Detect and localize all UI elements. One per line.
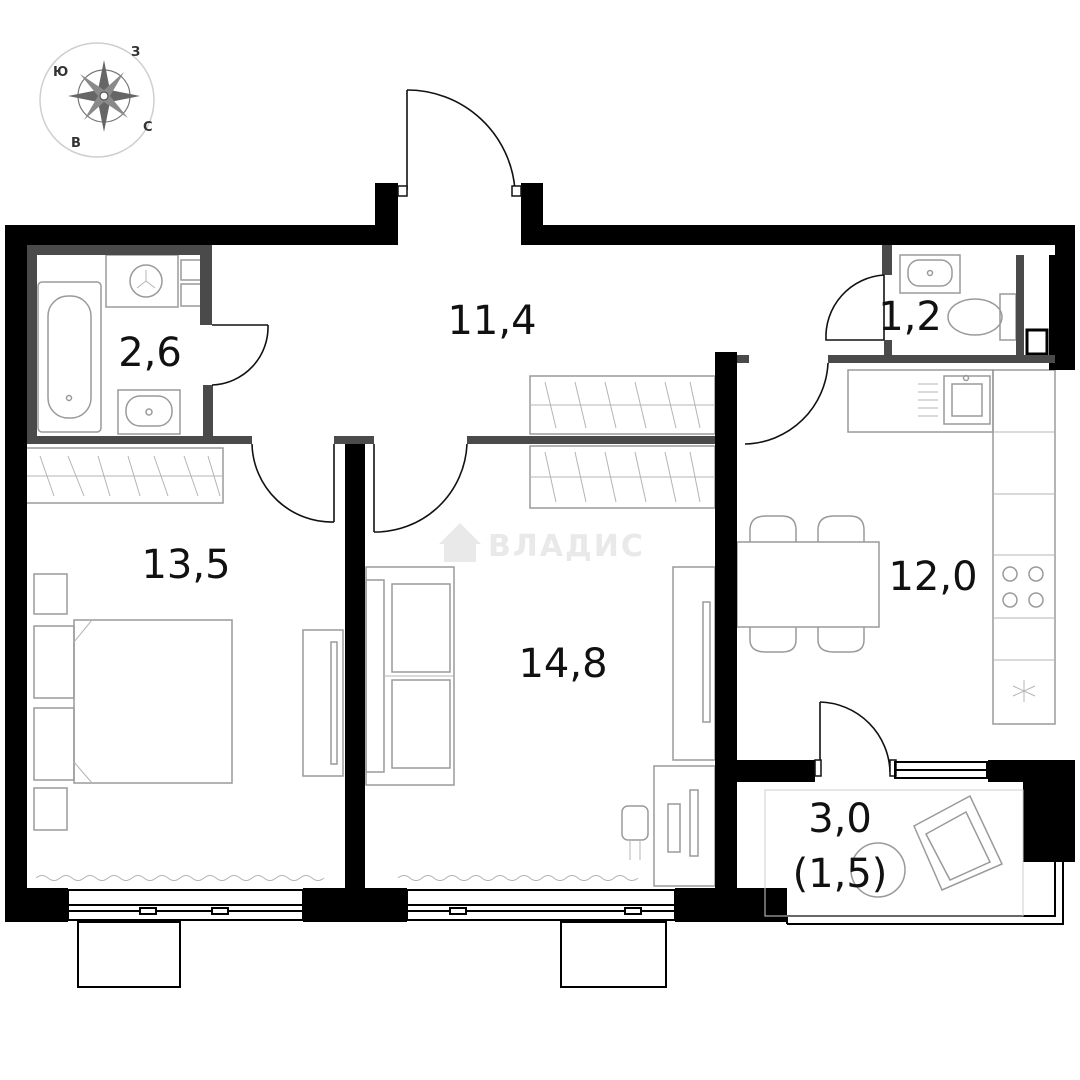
balcony-window bbox=[894, 761, 988, 779]
radiator-bedroom bbox=[35, 875, 325, 881]
living-tv-stand bbox=[672, 566, 716, 761]
bathroom-door bbox=[211, 324, 269, 386]
house-logo-icon bbox=[439, 523, 481, 562]
toilet-room-sink bbox=[899, 254, 961, 294]
kitchen-counter bbox=[847, 369, 1056, 725]
compass: З Ю В С bbox=[39, 42, 155, 158]
wardrobe-bedroom bbox=[25, 447, 224, 504]
kitchen-area: 12,0 bbox=[888, 554, 977, 600]
toilet-shaft bbox=[1025, 328, 1049, 356]
bedroom-window bbox=[67, 889, 304, 921]
balcony-door bbox=[814, 701, 897, 777]
dishwasher bbox=[1012, 680, 1036, 702]
watermark: ВЛАДИС bbox=[439, 523, 645, 564]
washing-machine bbox=[105, 254, 179, 308]
desk-and-chair bbox=[621, 765, 716, 887]
compass-letter-e: В bbox=[71, 136, 81, 151]
compass-letter-w: З bbox=[131, 45, 140, 60]
double-bed bbox=[33, 573, 233, 831]
bedroom-door bbox=[251, 443, 335, 523]
balcony-floor-edge bbox=[764, 789, 1024, 917]
doors bbox=[211, 89, 897, 777]
sofa bbox=[365, 566, 455, 786]
bathroom-sink bbox=[117, 389, 181, 435]
hallway-area: 11,4 bbox=[447, 298, 536, 344]
wardrobe-hallway bbox=[529, 375, 716, 435]
kitchen-door bbox=[744, 362, 829, 445]
toilet-bowl bbox=[947, 293, 1017, 341]
toilet-door bbox=[825, 274, 885, 341]
outdoor-units bbox=[77, 921, 667, 988]
bedroom-tv-stand bbox=[302, 629, 344, 777]
kitchen-sink bbox=[918, 374, 991, 425]
armchair bbox=[913, 794, 1004, 891]
watermark-text: ВЛАДИС bbox=[488, 529, 645, 564]
toilet-area: 1,2 bbox=[878, 294, 942, 340]
compass-letter-n: С bbox=[143, 120, 153, 135]
area-labels: 2,6 11,4 1,2 13,5 14,8 12,0 3,0 (1,5) bbox=[118, 294, 977, 897]
bedroom-area: 13,5 bbox=[141, 542, 230, 588]
wardrobe-living bbox=[529, 445, 716, 509]
compass-letter-s: Ю bbox=[53, 65, 68, 80]
living-door bbox=[373, 443, 468, 533]
radiator-living bbox=[397, 875, 639, 881]
balcony-reduced-area: (1,5) bbox=[793, 851, 888, 897]
windows bbox=[67, 761, 1064, 925]
round-table bbox=[850, 842, 906, 898]
bathroom-area: 2,6 bbox=[118, 330, 182, 376]
entrance-door bbox=[397, 89, 522, 197]
partitions bbox=[27, 245, 1055, 444]
compass-rose-icon bbox=[68, 60, 140, 132]
stove bbox=[1002, 566, 1044, 608]
balcony-area: 3,0 bbox=[808, 796, 872, 842]
dining-table bbox=[736, 515, 880, 653]
living-window bbox=[406, 889, 676, 921]
walls bbox=[5, 183, 1075, 922]
bathtub bbox=[37, 281, 102, 433]
ventilation-shaft bbox=[180, 259, 202, 307]
living-room-area: 14,8 bbox=[518, 641, 607, 687]
